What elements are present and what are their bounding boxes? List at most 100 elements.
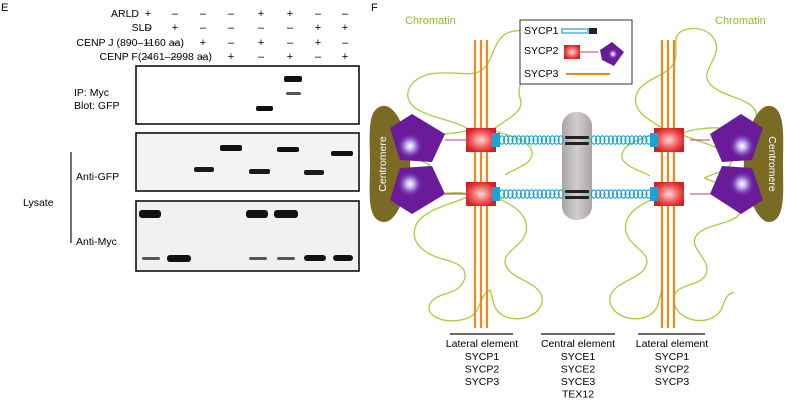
sycp1-coil-turn [641, 135, 648, 145]
sycp1-coil-turn [511, 189, 518, 199]
sycp1-transverse-filaments [498, 135, 652, 199]
chromatin-loop [609, 195, 663, 320]
condition-mark: – [172, 51, 179, 63]
chromatin-loop [489, 195, 543, 320]
sycp1-coil-turn [549, 135, 556, 145]
chromatin-left-label: Chromatin [405, 15, 456, 27]
condition-mark: + [228, 51, 234, 63]
chromatin-loop [407, 30, 542, 131]
anti-myc-label: Anti-Myc [76, 236, 117, 248]
myc-band [274, 210, 298, 218]
myc-band [304, 255, 326, 261]
sycp1-coil-turn [553, 135, 560, 145]
sycp1-coil-turn [528, 189, 535, 199]
condition-mark: – [287, 37, 294, 49]
sycp1-coil-turn [599, 135, 606, 145]
element-title: Lateral element [636, 338, 708, 350]
condition-mark: – [172, 8, 179, 20]
gfp-band [331, 151, 353, 156]
condition-mark: – [200, 22, 207, 34]
anti-gfp-bands [194, 145, 353, 175]
ip-bands [256, 76, 302, 111]
ip-blot-label: Blot: GFP [74, 100, 120, 112]
kinetochore-right [690, 114, 763, 214]
element-protein: SYCP3 [465, 376, 500, 388]
sycp1-coil-turn [620, 135, 627, 145]
sycp1-coil-turn [532, 189, 539, 199]
condition-mark: + [200, 37, 206, 49]
panel-f-letter: F [371, 2, 378, 14]
sycp2-block [466, 182, 496, 206]
legend-sycp1-label: SYCP1 [524, 25, 559, 37]
myc-band-faint [277, 257, 295, 260]
condition-mark: – [258, 22, 265, 34]
ip-label: IP: Myc [74, 87, 109, 99]
legend-sycp2-label: SYCP2 [524, 45, 559, 57]
condition-mark: – [200, 8, 207, 20]
sycp1-coil-turn [503, 135, 510, 145]
sycp1-coil-turn [590, 135, 598, 145]
panel-e-letter: E [1, 2, 8, 14]
gfp-band [194, 167, 214, 172]
element-protein: SYCP2 [465, 364, 500, 376]
sycp1-coil-turn [503, 189, 510, 199]
sycp1-coil-turn [603, 135, 610, 145]
condition-mark: – [342, 8, 349, 20]
sycp1-coil-turn [557, 189, 564, 199]
sycp1-coil-turn [511, 135, 518, 145]
legend-sycp2-swatch [564, 42, 624, 66]
sycp1-coil-turn [611, 189, 619, 199]
sycp1-coil-turn [637, 135, 644, 145]
sycp1-coil-turn [553, 189, 560, 199]
sycp1-coil-turn [595, 135, 602, 145]
sycp1-coil-turn [632, 189, 640, 199]
element-title: Lateral element [446, 338, 518, 350]
sycp1-coil-turn [524, 135, 531, 145]
condition-mark: – [172, 37, 179, 49]
sycp1-coil-turn [536, 135, 543, 145]
anti-gfp-blot-box [135, 132, 360, 192]
sycp1-coil-turn [632, 135, 640, 145]
condition-mark: + [315, 22, 321, 34]
element-protein: SYCP3 [655, 376, 690, 388]
ip-blot-box [135, 65, 360, 125]
ip-band [286, 92, 301, 95]
sycp2-block [466, 128, 496, 152]
gfp-band [220, 145, 242, 151]
sycp1-coil-turn [515, 189, 522, 199]
kinetochore-glow [397, 171, 423, 197]
condition-mark: + [287, 51, 293, 63]
myc-band [246, 210, 268, 218]
condition-mark: – [145, 37, 152, 49]
myc-band-faint [142, 257, 160, 260]
myc-band [167, 255, 191, 262]
sycp1-coil-turn [545, 135, 552, 145]
condition-mark: – [342, 37, 349, 49]
central-element [562, 112, 592, 220]
kinetochore-glow [397, 133, 423, 159]
sycp1-coil-turn [637, 189, 644, 199]
condition-mark: + [145, 8, 151, 20]
sycp1-coil-turn [540, 135, 548, 145]
condition-mark-grid: +–––++–––+––––++––+–+–+––––+–+–+ [145, 8, 349, 63]
sycp1-coil-turn [599, 189, 606, 199]
centromere-left-label: Centromere [377, 136, 389, 192]
condition-mark: – [228, 37, 235, 49]
ce-ring [565, 136, 589, 139]
condition-mark: + [342, 51, 348, 63]
sycp1-coil-turn [557, 135, 564, 145]
element-protein: SYCE2 [561, 364, 596, 376]
condition-mark: – [315, 8, 322, 20]
ip-band [256, 106, 273, 111]
gfp-band [304, 170, 324, 175]
sycp1-coil-turn [536, 189, 543, 199]
chromatin-loop [491, 129, 533, 176]
condition-mark: + [315, 37, 321, 49]
ce-ring [565, 142, 589, 145]
condition-mark: – [200, 51, 207, 63]
sycp1-head [650, 133, 658, 147]
anti-myc-bands [139, 210, 353, 262]
centromere-right-label: Centromere [766, 136, 778, 192]
kinetochore-glow [729, 133, 755, 159]
